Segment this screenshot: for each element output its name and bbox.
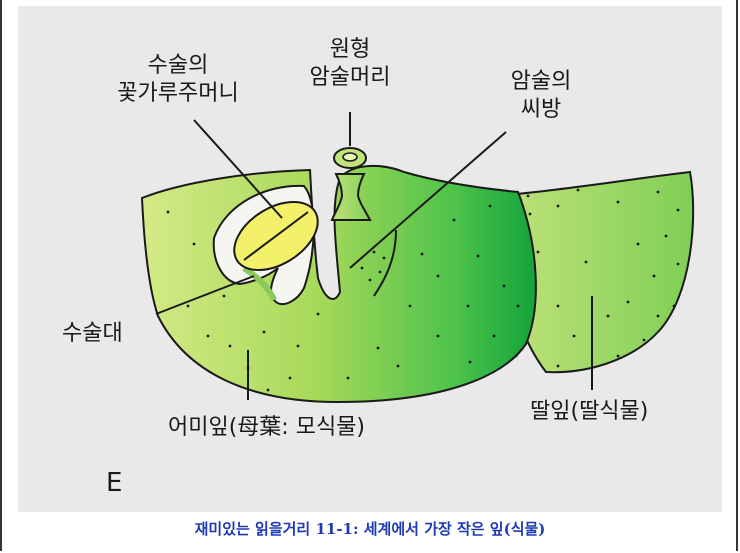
stipple-dot	[378, 270, 382, 274]
stipple-dot	[468, 360, 472, 364]
stipple-dot	[372, 250, 376, 254]
ovary-slit	[373, 229, 397, 297]
stipple-dot	[420, 252, 424, 256]
stipple-dot	[222, 294, 226, 298]
stipple-dot	[528, 212, 532, 216]
stipple-dot	[288, 376, 292, 380]
stipple-dot	[556, 364, 560, 368]
stipple-dot	[584, 260, 588, 264]
leader-lines	[155, 112, 593, 400]
stipple-dot	[488, 204, 492, 208]
anther-septum	[243, 211, 309, 261]
label-ovary-line2: 씨방	[520, 97, 562, 122]
stipple-dot	[652, 274, 656, 278]
pistil-style	[330, 173, 372, 221]
stipple-dot	[206, 334, 210, 338]
stipple-dot	[166, 210, 170, 214]
stipple-dot	[616, 354, 620, 358]
stipple-dot	[376, 346, 380, 350]
stipple-dot	[556, 204, 560, 208]
stipple-dot	[396, 364, 400, 368]
label-anther-line1: 수술의	[147, 53, 209, 78]
panel-letter: E	[106, 468, 123, 498]
label-ovary-line1: 암술의	[510, 69, 572, 94]
label-anther: 수술의 꽃가루주머니	[88, 52, 268, 108]
stipple-dot	[656, 314, 660, 318]
label-mother-frond: 어미잎(母葉: 모식물)	[168, 415, 366, 440]
filament	[242, 265, 277, 302]
stipple-dot	[476, 254, 480, 258]
stipple-dot	[672, 304, 676, 308]
stipple-dot	[360, 266, 364, 270]
stipple-dot	[642, 338, 646, 342]
stipple-dot	[186, 304, 190, 308]
stipple-dot	[606, 314, 610, 318]
stipple-dot	[536, 250, 540, 254]
mother-frond	[140, 164, 537, 404]
stipple-dot	[262, 330, 266, 334]
wolffia-diagram	[140, 112, 695, 404]
stipple-dot	[616, 200, 620, 204]
label-filament: 수술대	[62, 321, 123, 346]
label-stigma-line2: 암술머리	[309, 65, 391, 90]
stipple-dot	[626, 300, 630, 304]
stipple-dot	[316, 312, 320, 316]
stipple-dot	[572, 334, 576, 338]
stipple-dot	[576, 188, 580, 192]
stipple-dot	[656, 190, 660, 194]
stipple-dot	[408, 304, 412, 308]
figure-caption: 재미있는 읽을거리 11-1: 세계에서 가장 작은 잎(식물)	[194, 520, 546, 538]
stipple-dot	[192, 242, 196, 246]
stipple-dot	[556, 304, 560, 308]
stipple-dot	[492, 334, 496, 338]
label-stigma: 원형 암술머리	[290, 36, 410, 92]
stipple-dot	[676, 262, 680, 266]
stipple-dot	[636, 242, 640, 246]
stipple-dot	[452, 218, 456, 222]
stipple-dot	[436, 334, 440, 338]
label-stigma-line1: 원형	[329, 37, 371, 62]
stipple-dot	[382, 256, 386, 260]
stipple-dot	[436, 274, 440, 278]
stipple-dot	[676, 208, 680, 212]
stipple-dot	[514, 354, 518, 358]
stipple-dot	[516, 304, 520, 308]
stigma-opening	[342, 152, 358, 162]
label-ovary: 암술의 씨방	[486, 68, 596, 124]
stipple-dot	[228, 344, 232, 348]
stipple-dot	[266, 388, 270, 392]
stipple-dots	[166, 188, 680, 392]
label-daughter-frond: 딸잎(딸식물)	[530, 399, 649, 424]
stipple-dot	[664, 234, 668, 238]
stipple-dot	[502, 284, 506, 288]
stipple-dot	[466, 304, 470, 308]
stipple-dot	[346, 376, 350, 380]
stipple-dot	[368, 278, 372, 282]
label-anther-line2: 꽃가루주머니	[117, 81, 239, 106]
stipple-dot	[526, 194, 530, 198]
stipple-dot	[296, 344, 300, 348]
diagram-panel: 수술의 꽃가루주머니 원형 암술머리 암술의 씨방 수술대 어미잎(母葉: 모식…	[18, 6, 722, 512]
